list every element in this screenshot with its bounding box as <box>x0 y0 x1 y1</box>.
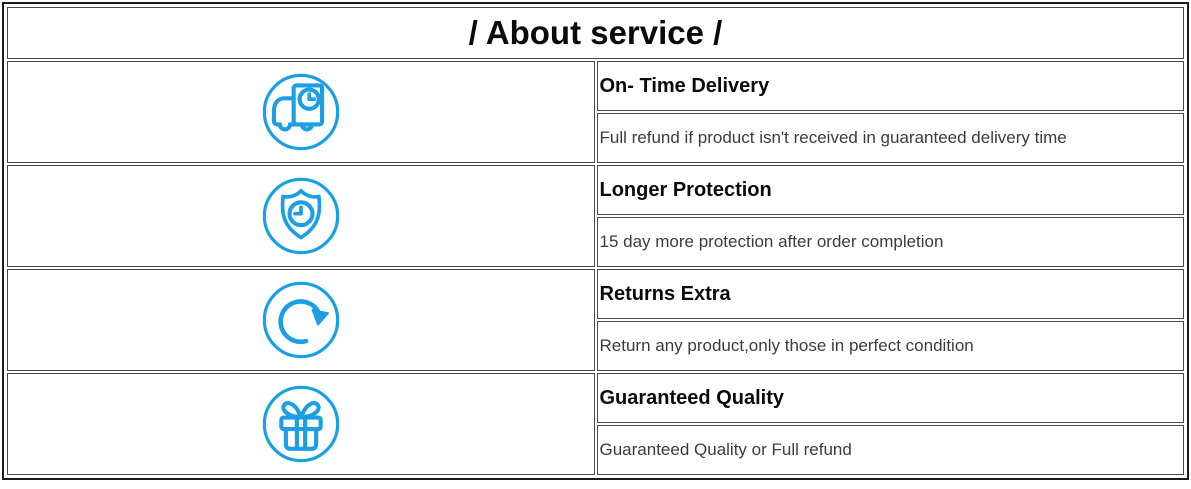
service-row: Guaranteed Quality <box>7 373 1184 475</box>
service-description: Guaranteed Quality or Full refund <box>596 425 1184 475</box>
shield-clock-icon <box>257 207 345 224</box>
service-title: Guaranteed Quality <box>596 373 1184 423</box>
service-title: Returns Extra <box>596 269 1184 319</box>
section-title: / About service / <box>7 7 1184 59</box>
service-row-description: Return any product,only those in perfect… <box>7 321 1184 371</box>
service-icon-cell <box>7 269 595 371</box>
truck-clock-icon <box>257 103 345 120</box>
service-row: Longer Protection <box>7 165 1184 267</box>
service-icon-cell <box>7 61 595 163</box>
service-icon-cell <box>7 373 595 475</box>
service-row: Returns Extra <box>7 269 1184 371</box>
service-row-description: Full refund if product isn't received in… <box>7 113 1184 163</box>
service-description: Return any product,only those in perfect… <box>596 321 1184 371</box>
service-row-description: Guaranteed Quality or Full refund <box>7 425 1184 475</box>
service-title: Longer Protection <box>596 165 1184 215</box>
services-table-body: / About service / On- Time Delivery Full… <box>7 7 1184 475</box>
service-title: On- Time Delivery <box>596 61 1184 111</box>
service-icon-cell <box>7 165 595 267</box>
returns-arrow-icon <box>257 311 345 328</box>
gift-icon <box>257 415 345 432</box>
about-service-panel: / About service / On- Time Delivery Full… <box>2 2 1189 480</box>
service-description: Full refund if product isn't received in… <box>596 113 1184 163</box>
service-row-description: 15 day more protection after order compl… <box>7 217 1184 267</box>
service-row: On- Time Delivery <box>7 61 1184 163</box>
services-table: / About service / On- Time Delivery Full… <box>5 5 1186 477</box>
service-description: 15 day more protection after order compl… <box>596 217 1184 267</box>
header-row: / About service / <box>7 7 1184 59</box>
